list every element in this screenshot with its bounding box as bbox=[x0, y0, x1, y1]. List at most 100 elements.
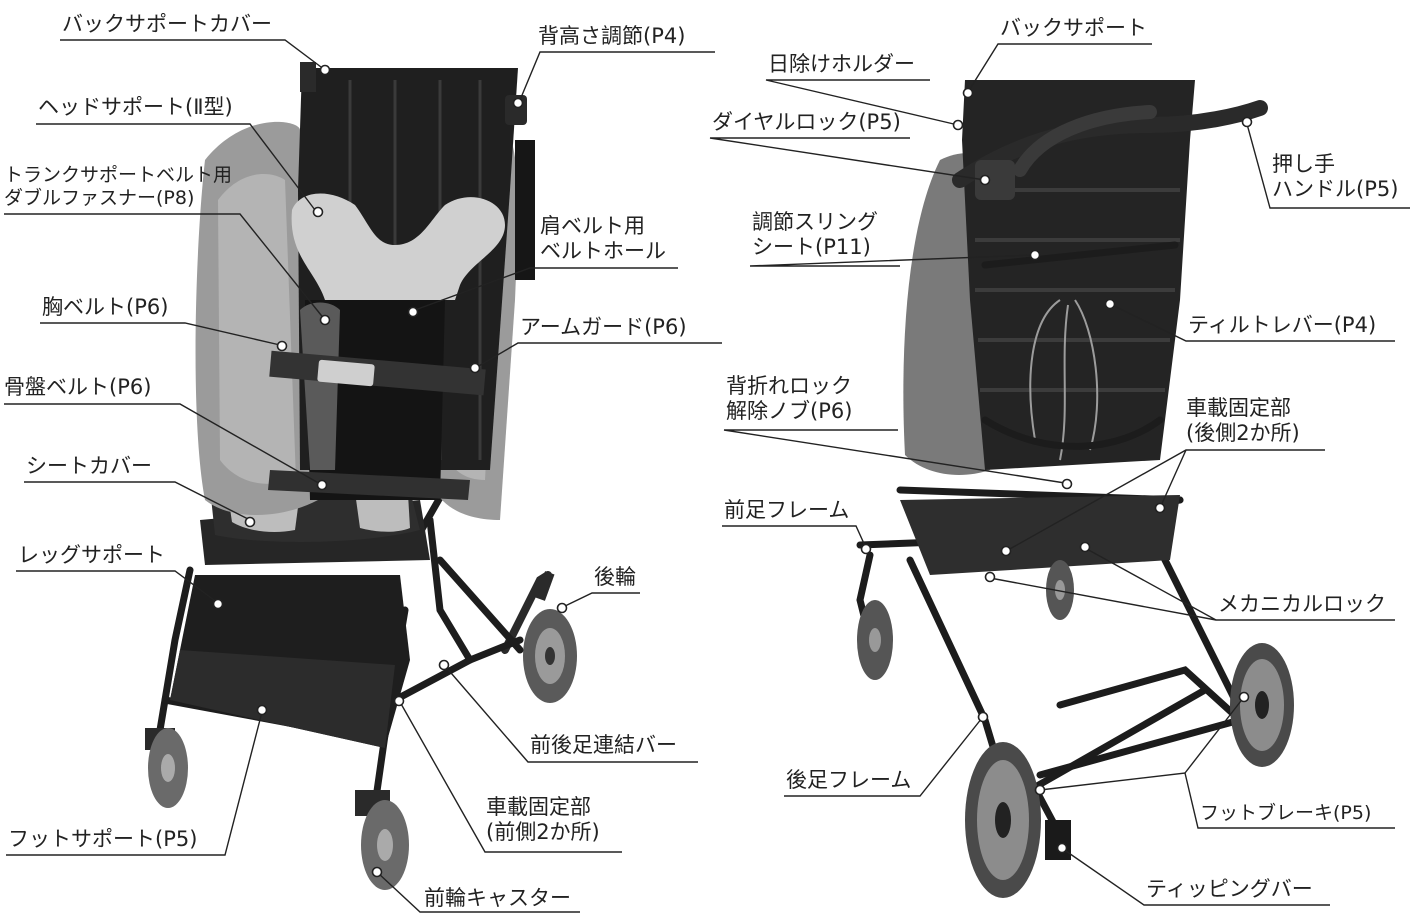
leader-foot-brake-a-dot bbox=[1034, 784, 1046, 796]
leader-mech-lock-b-line bbox=[1084, 547, 1217, 621]
label-vehicle-fixing-front: 車載固定部 (前側2か所) bbox=[486, 795, 600, 845]
leader-mech-lock-a-dot bbox=[984, 571, 996, 583]
label-mechanical-lock: メカニカルロック bbox=[1218, 592, 1386, 616]
label-front-rear-connecting-bar: 前後足連結バー bbox=[530, 733, 677, 757]
label-back-support: バックサポート bbox=[1000, 16, 1147, 40]
leader-front-rear-bar-dot bbox=[438, 659, 450, 671]
leader-vehicle-rear-b-line bbox=[1159, 449, 1187, 509]
leader-trunk-belt-line bbox=[4, 213, 326, 321]
leader-sling-seat-dot bbox=[1029, 249, 1041, 261]
label-sling-seat-line2: シート(P11) bbox=[752, 235, 871, 259]
leader-rear-frame-dot bbox=[977, 711, 989, 723]
leader-shoulder-belt bbox=[407, 267, 678, 318]
label-trunk-support-belt-line2: ダブルファスナー(P8) bbox=[4, 187, 195, 209]
label-arm-guard: アームガード(P6) bbox=[520, 315, 687, 339]
leader-pelvic-belt-dot bbox=[316, 479, 328, 491]
leader-trunk-belt-dot bbox=[319, 314, 331, 326]
label-trunk-support-belt-zipper: トランクサポートベルト用 ダブルファスナー(P8) bbox=[4, 164, 232, 210]
label-front-caster: 前輪キャスター bbox=[424, 886, 571, 910]
label-sling-seat-line1: 調節スリング bbox=[752, 210, 878, 234]
label-tilt-lever: ティルトレバー(P4) bbox=[1188, 313, 1377, 337]
label-vehicle-fixing-rear: 車載固定部 (後側2か所) bbox=[1186, 396, 1300, 446]
leader-back-height-adjust bbox=[512, 51, 715, 109]
label-foot-brake: フットブレーキ(P5) bbox=[1200, 802, 1372, 824]
label-vehicle-fixing-rear-line1: 車載固定部 bbox=[1186, 396, 1291, 420]
label-rear-wheel: 後輪 bbox=[594, 565, 636, 589]
leader-tipping-bar-line bbox=[1062, 848, 1330, 906]
label-shoulder-belt-line1: 肩ベルト用 bbox=[540, 214, 645, 238]
leader-dial-lock-dot bbox=[979, 174, 991, 186]
leader-front-rear-bar bbox=[438, 659, 698, 763]
leader-back-height-adjust-line bbox=[519, 51, 715, 101]
leader-vehicle-rear-b bbox=[1154, 449, 1187, 514]
leader-chest-belt-dot bbox=[276, 340, 288, 352]
leader-tilt-lever-line bbox=[1111, 304, 1395, 342]
leader-fold-release bbox=[723, 429, 1073, 490]
leader-back-support-line bbox=[967, 43, 1152, 93]
label-tipping-bar: ティッピングバー bbox=[1146, 877, 1313, 901]
leader-back-support-cover bbox=[60, 39, 331, 76]
leader-back-height-adjust-dot bbox=[512, 97, 524, 109]
leader-front-frame-line bbox=[722, 525, 867, 549]
leader-shoulder-belt-line bbox=[414, 267, 678, 311]
leader-vehicle-front-dot bbox=[393, 695, 405, 707]
leader-arm-guard-dot bbox=[469, 362, 481, 374]
leader-leg-support bbox=[16, 570, 224, 610]
leader-rear-frame-line bbox=[784, 717, 983, 797]
leader-sling-seat-line bbox=[749, 254, 1036, 267]
leader-seat-cover-line bbox=[24, 481, 251, 521]
label-chest-belt: 胸ベルト(P6) bbox=[42, 295, 169, 319]
label-vehicle-fixing-front-line1: 車載固定部 bbox=[486, 795, 591, 819]
label-adjustable-sling-seat: 調節スリング シート(P11) bbox=[752, 210, 878, 260]
label-front-frame: 前足フレーム bbox=[724, 498, 850, 522]
label-foot-support: フットサポート(P5) bbox=[8, 827, 198, 851]
leader-head-support-line bbox=[36, 123, 316, 211]
leader-seat-cover bbox=[24, 481, 256, 528]
label-fold-release-line1: 背折れロック bbox=[726, 374, 852, 398]
leader-fold-release-line bbox=[723, 429, 1066, 484]
label-pelvic-belt: 骨盤ベルト(P6) bbox=[4, 375, 152, 399]
leader-trunk-belt bbox=[4, 213, 331, 326]
leader-foot-brake-b-line bbox=[1184, 696, 1245, 774]
leader-sunshade-holder bbox=[765, 79, 964, 131]
label-fold-lock-release: 背折れロック 解除ノブ(P6) bbox=[726, 374, 852, 424]
label-push-handle-line2: ハンドル(P5) bbox=[1272, 177, 1399, 201]
leader-pelvic-belt bbox=[4, 403, 328, 491]
leader-foot-support bbox=[6, 704, 268, 856]
leader-arm-guard bbox=[469, 342, 722, 374]
right-rear-wheel-a bbox=[965, 742, 1041, 898]
label-fold-release-line2: 解除ノブ(P6) bbox=[726, 399, 853, 423]
left-rear-wheel bbox=[523, 609, 577, 703]
leader-tilt-lever-dot bbox=[1104, 298, 1116, 310]
label-sunshade-holder: 日除けホルダー bbox=[768, 52, 915, 76]
leader-seat-cover-dot bbox=[244, 516, 256, 528]
leader-tilt-lever bbox=[1104, 298, 1395, 342]
label-head-support: ヘッドサポート(Ⅱ型) bbox=[38, 95, 233, 119]
label-push-handle: 押し手 ハンドル(P5) bbox=[1272, 152, 1398, 202]
leader-rear-frame bbox=[784, 711, 989, 797]
leader-front-frame bbox=[722, 525, 872, 555]
leader-vehicle-rear-a-dot bbox=[1000, 545, 1012, 557]
label-back-support-cover: バックサポートカバー bbox=[62, 12, 272, 36]
leader-arm-guard-line bbox=[476, 342, 722, 368]
leader-back-support-cover-line bbox=[60, 39, 326, 71]
leader-dial-lock bbox=[709, 137, 991, 186]
leader-rear-wheel-line bbox=[562, 592, 640, 608]
leader-back-support bbox=[962, 43, 1152, 99]
leader-mech-lock-b-dot bbox=[1079, 541, 1091, 553]
leader-front-caster-line bbox=[377, 872, 580, 913]
leader-front-caster bbox=[371, 866, 580, 913]
leader-foot-brake-b-dot bbox=[1238, 691, 1250, 703]
leader-tipping-bar bbox=[1056, 842, 1330, 906]
leader-push-handle bbox=[1241, 116, 1410, 209]
label-shoulder-belt-line2: ベルトホール bbox=[540, 239, 666, 263]
label-trunk-support-belt-line1: トランクサポートベルト用 bbox=[4, 164, 233, 186]
label-seat-cover: シートカバー bbox=[26, 454, 152, 478]
rear-view-illustration bbox=[856, 80, 1294, 898]
right-rear-wheel-b bbox=[1230, 643, 1294, 767]
leader-dial-lock-line bbox=[709, 137, 986, 181]
leader-foot-brake-a-line bbox=[1039, 772, 1395, 829]
leader-vehicle-front bbox=[393, 695, 622, 853]
